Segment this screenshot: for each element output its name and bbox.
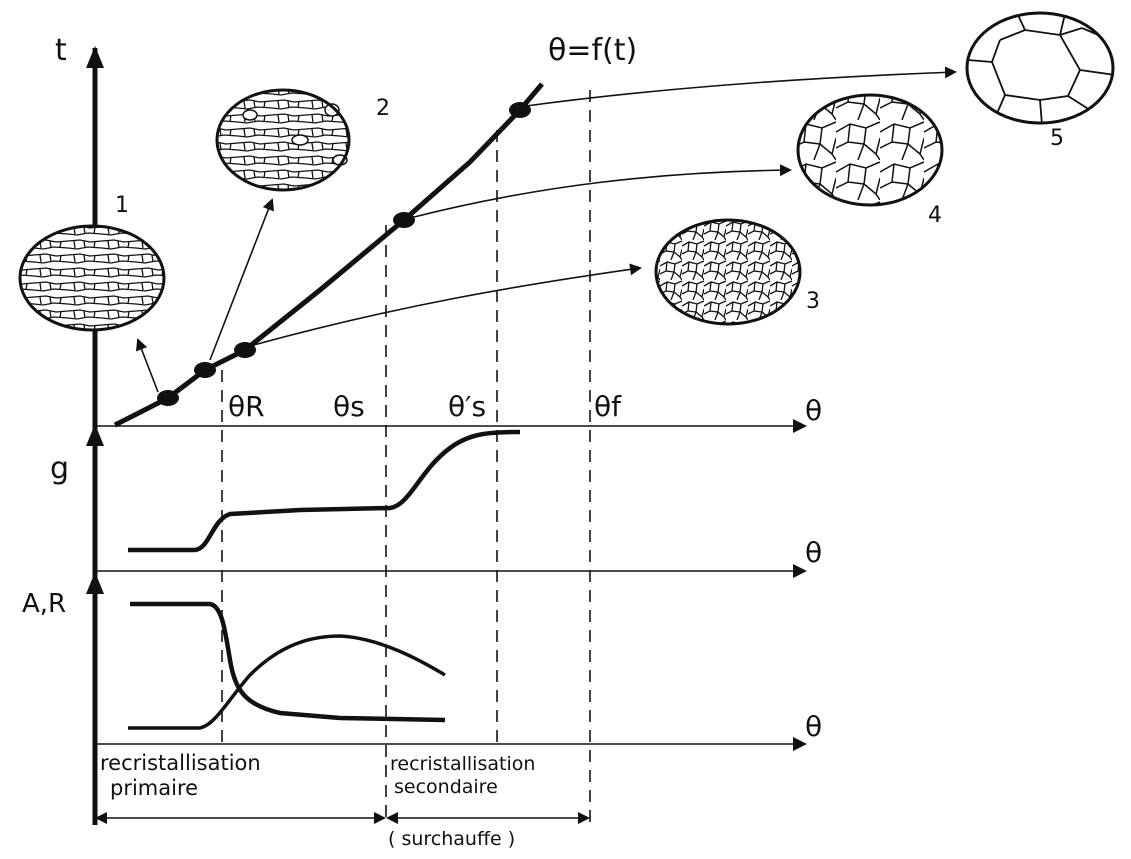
microstructure-2 — [214, 88, 354, 192]
arrow-to-1 — [138, 340, 158, 392]
grain-size-curve — [128, 432, 520, 550]
secondary-zone-label-2: secondaire — [394, 776, 498, 798]
t-axis-label: t — [55, 33, 67, 68]
point-2 — [194, 362, 216, 378]
theta-f-label: θf — [594, 390, 622, 423]
theta-label-top: θ — [805, 394, 822, 427]
microstructure-3 — [652, 216, 804, 328]
primary-zone-label-2: primaire — [110, 776, 198, 800]
point-5 — [509, 102, 531, 118]
microstructure-1-label: 1 — [115, 193, 129, 218]
primary-zone-label-1: recristallisation — [100, 751, 261, 775]
theta-label-mid: θ — [805, 536, 822, 569]
arrow-to-3 — [250, 268, 640, 346]
microstructure-1 — [16, 222, 168, 334]
theta-s-prime-label: θ′s — [448, 390, 486, 423]
microstructure-5 — [967, 13, 1115, 125]
main-axes — [95, 48, 800, 825]
theta-s-label: θs — [333, 390, 365, 423]
overheating-label: ( surchauffe ) — [388, 828, 515, 850]
microstructure-3-label: 3 — [806, 289, 820, 314]
point-3 — [234, 342, 256, 358]
arrow-to-4 — [410, 170, 790, 218]
theta-r-label: θR — [228, 390, 265, 423]
microstructure-4 — [794, 92, 946, 208]
microstructure-4-label: 4 — [928, 203, 942, 228]
ar-axis-label: A,R — [22, 589, 66, 619]
point-4 — [393, 212, 415, 228]
heating-curve-label: θ=f(t) — [548, 33, 637, 68]
g-axis-label: g — [50, 451, 69, 486]
secondary-zone-label-1: recristallisation — [390, 753, 535, 775]
theta-label-bottom: θ — [805, 710, 822, 743]
microstructure-2-label: 2 — [376, 96, 390, 121]
hardening-curve-a — [130, 604, 445, 720]
microstructure-5-label: 5 — [1050, 126, 1064, 151]
point-1 — [157, 390, 179, 406]
